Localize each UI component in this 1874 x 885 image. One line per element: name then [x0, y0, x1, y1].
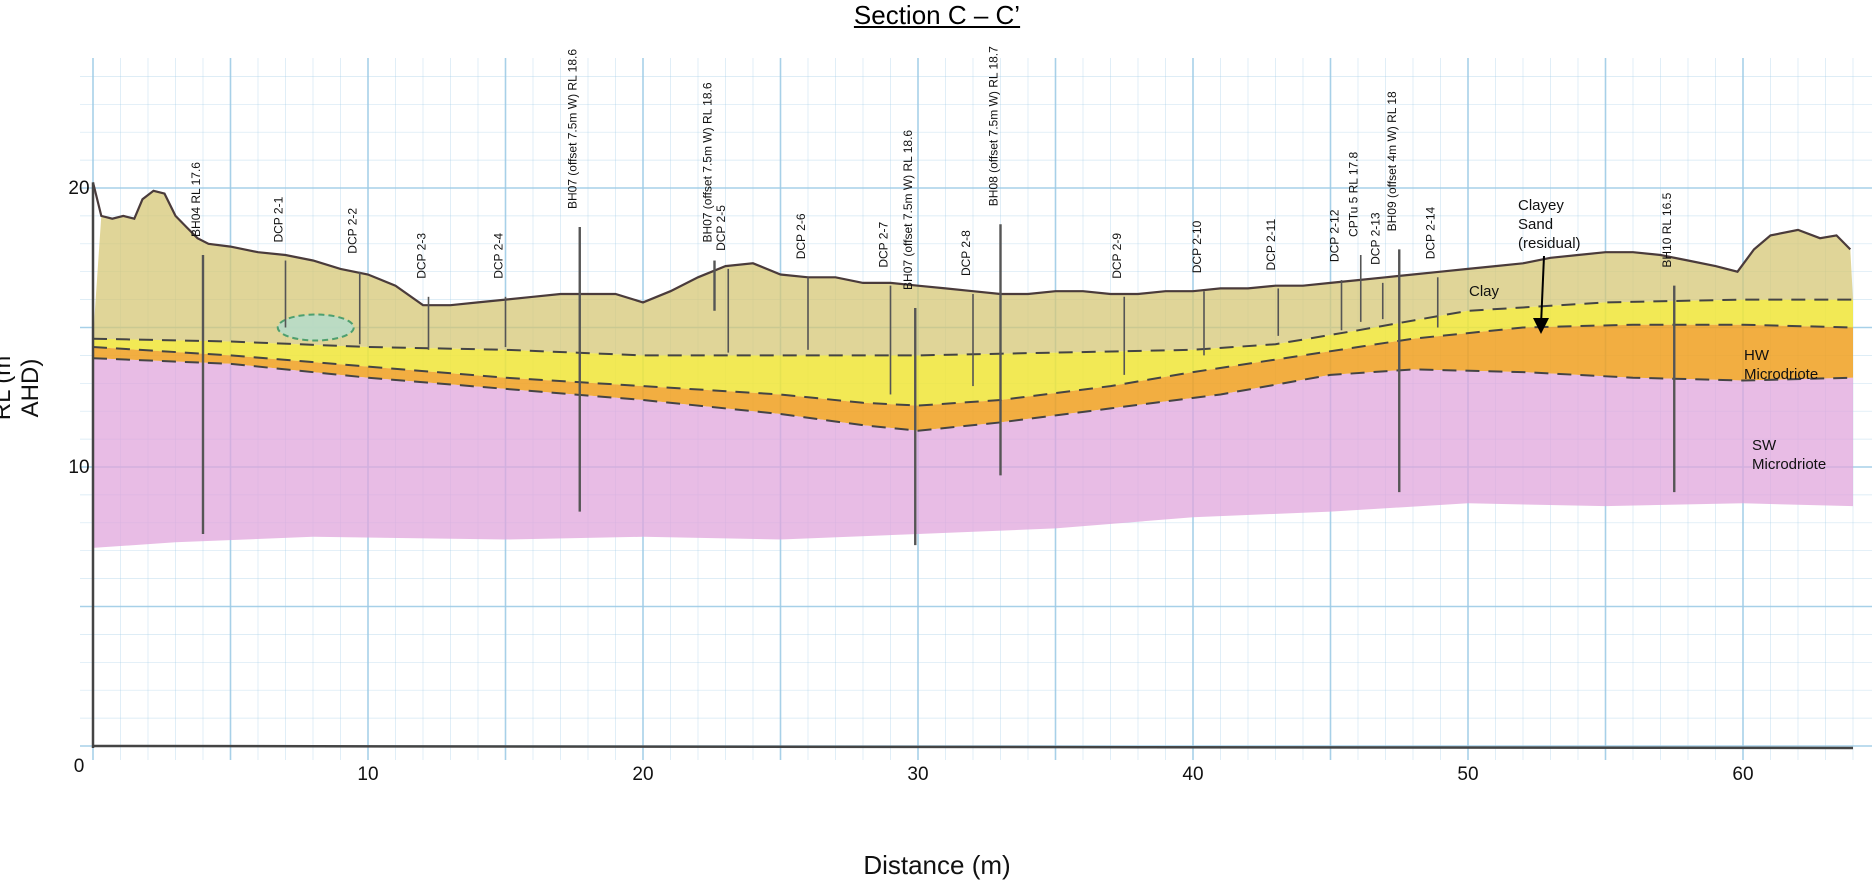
sw-label: Microdriote — [1752, 456, 1826, 473]
borehole-label: DCP 2-6 — [794, 213, 808, 259]
borehole-label: DCP 2-3 — [415, 233, 429, 279]
borehole-label: BH04 RL 17.6 — [189, 162, 203, 237]
section-title: Section C – C’ — [853, 0, 1021, 30]
ground-surface — [91, 182, 1852, 307]
borehole-label: BH07 (offset 7.5m W) RL 18.6 — [566, 49, 580, 209]
clayey-sand-label: (residual) — [1518, 235, 1581, 252]
borehole-label: DCP 2-1 — [272, 196, 286, 242]
hw-base-boundary — [92, 357, 1854, 432]
x-tick-label: 60 — [1732, 764, 1753, 785]
borehole-label: DCP 2-8 — [959, 230, 973, 276]
borehole-label: DCP 2-11 — [1264, 219, 1278, 271]
x-tick-label: 40 — [1182, 764, 1203, 785]
borehole-label: DCP 2-12 — [1328, 209, 1342, 262]
hw-label: Microdriote — [1744, 366, 1818, 383]
clayey-sand-arrow-shaft — [1540, 255, 1545, 326]
hw-label: HW — [1744, 347, 1770, 364]
borehole-label: DCP 2-13 — [1369, 212, 1383, 265]
tick-labels: 10 20 30 40 50 60 20 10 0 — [68, 178, 1753, 785]
layer-labels: ClayClayeySand(residual)HWMicrodrioteSWM… — [1469, 197, 1826, 473]
x-tick-label: 20 — [632, 764, 653, 785]
x-tick-label: 10 — [357, 764, 378, 785]
hw-microdiorite-layer — [93, 324, 1853, 431]
y-tick-label: 10 — [68, 457, 89, 478]
borehole-label: DCP 2-5 — [714, 205, 728, 251]
borehole-label: DCP 2-4 — [492, 233, 506, 279]
ground-line — [91, 182, 1852, 307]
borehole-label: DCP 2-7 — [877, 222, 891, 268]
clay-layer — [93, 190, 1853, 356]
y-tick-label: 20 — [68, 178, 89, 199]
clayey-sand-arrow-head — [1533, 318, 1549, 334]
y-tick-label: 0 — [74, 756, 85, 777]
borehole-label: BH07 (offset 7.5m W) RL 18.6 — [901, 130, 915, 290]
x-tick-label: 50 — [1457, 764, 1478, 785]
borehole-label: BH09 (offset 4m W) RL 18 — [1385, 91, 1399, 231]
borehole-label: DCP 2-9 — [1110, 233, 1124, 279]
borehole-label: BH07 (offset 7.5m W) RL 18.6 — [701, 82, 715, 242]
sw-microdiorite-layer — [93, 358, 1853, 548]
strata-fills — [93, 190, 1853, 548]
borehole-lines — [201, 224, 1676, 546]
x-axis-line — [92, 744, 1854, 750]
borehole-label: DCP 2-10 — [1190, 220, 1204, 273]
borehole-label: DCP 2-2 — [346, 208, 360, 254]
borehole-label: DCP 2-14 — [1424, 206, 1438, 259]
x-axis-label: Distance (m) — [863, 850, 1011, 880]
clay-label: Clay — [1469, 283, 1500, 300]
x-tick-label: 30 — [907, 764, 928, 785]
clayey-sand-label: Clayey — [1518, 197, 1564, 214]
green-lens — [276, 313, 355, 342]
borehole-label: BH08 (offset 7.5m W) RL 18.7 — [987, 46, 1001, 206]
borehole-label: BH10 RL 16.5 — [1660, 192, 1674, 267]
borehole-label: CPTu 5 RL 17.8 — [1347, 151, 1361, 236]
sw-label: SW — [1752, 437, 1777, 454]
clayey-sand-label: Sand — [1518, 216, 1553, 233]
axes — [91, 182, 1854, 750]
